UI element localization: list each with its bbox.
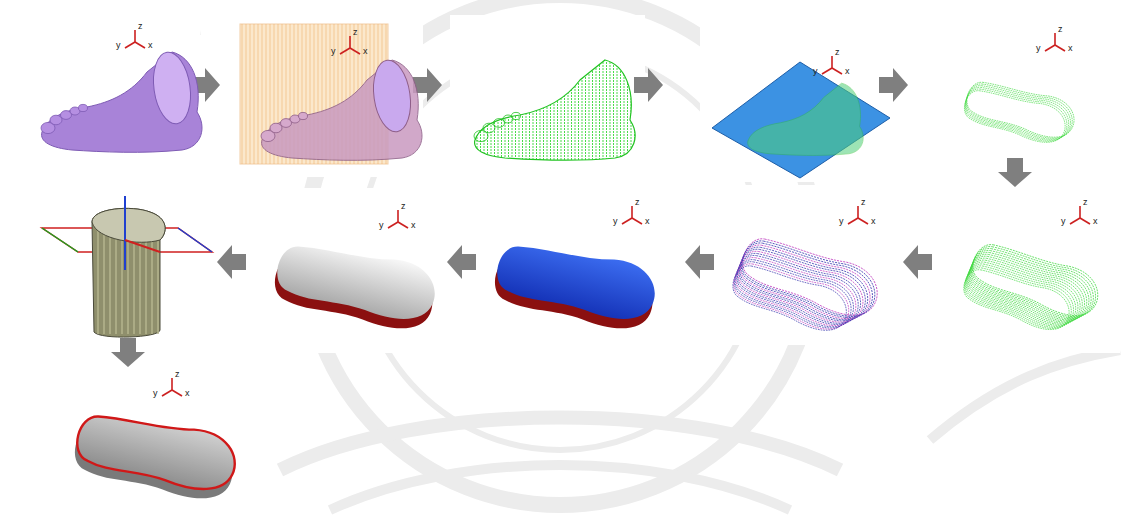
- axis-line: [848, 218, 858, 224]
- flow-arrow: [447, 245, 476, 279]
- axis-line: [125, 42, 135, 48]
- flow-arrow: [998, 158, 1032, 187]
- axis-line: [622, 218, 632, 224]
- axis-line: [631, 206, 633, 218]
- axis-label: y: [379, 221, 384, 230]
- point-cloud-foot: [748, 83, 864, 155]
- flow-arrow: [634, 68, 663, 102]
- axis-line: [340, 48, 350, 54]
- axis-label: y: [331, 47, 336, 56]
- axis-line: [1055, 45, 1065, 51]
- axis-line: [822, 68, 832, 74]
- insole-solid: [270, 232, 441, 337]
- axis-label: z: [138, 22, 143, 31]
- axis-line: [397, 210, 399, 222]
- flow-arrow: [111, 338, 145, 367]
- image-panel: [928, 5, 1123, 160]
- axis-line: [349, 36, 351, 48]
- axis-label: z: [353, 28, 358, 37]
- axis-label: y: [1061, 217, 1066, 226]
- axis-line: [162, 390, 172, 396]
- axis-line: [1079, 206, 1081, 218]
- axis-line: [398, 222, 408, 228]
- axis-label: x: [411, 221, 416, 230]
- flow-arrow: [685, 245, 714, 279]
- panels: [5, 5, 1123, 515]
- axis-line: [1045, 45, 1055, 51]
- cad-extrusion: [42, 196, 212, 337]
- image-panel: [700, 12, 895, 182]
- insole-final: [70, 402, 241, 507]
- axis-label: y: [813, 67, 818, 76]
- flow-arrow: [903, 245, 932, 279]
- point-cloud-foot: [470, 50, 642, 170]
- axis-label: y: [839, 217, 844, 226]
- insole-contour-stack: [959, 232, 1105, 345]
- axis-line: [388, 222, 398, 228]
- axis-label: x: [645, 217, 650, 226]
- axis-line: [857, 206, 859, 218]
- axis-label: y: [116, 41, 121, 50]
- axis-line: [172, 390, 182, 396]
- axis-label: z: [1058, 25, 1063, 34]
- axis-label: x: [1068, 44, 1073, 53]
- axis-label: x: [845, 67, 850, 76]
- foot-model: [41, 50, 202, 152]
- insole-contour: [961, 72, 1080, 151]
- axis-label: z: [635, 198, 640, 207]
- axis-label: y: [613, 217, 618, 226]
- axis-label: x: [148, 41, 153, 50]
- axis-line: [1054, 33, 1056, 45]
- axis-line: [858, 218, 868, 224]
- axis-line: [134, 30, 136, 42]
- axis-label: z: [175, 370, 180, 379]
- axis-line: [1080, 218, 1090, 224]
- axis-label: y: [153, 389, 158, 398]
- axis-line: [1070, 218, 1080, 224]
- foot-model: [261, 58, 422, 160]
- cutting-plane: [712, 62, 890, 178]
- axis-label: z: [835, 48, 840, 57]
- image-panel: [228, 12, 423, 177]
- axis-line: [831, 56, 833, 68]
- image-panel: [720, 185, 915, 345]
- axis-line: [135, 42, 145, 48]
- image-panel: [475, 185, 670, 345]
- axis-label: y: [1036, 44, 1041, 53]
- image-panel: [450, 15, 645, 175]
- axis-triads: [125, 30, 1090, 396]
- axis-line: [171, 378, 173, 390]
- axis-label: x: [185, 389, 190, 398]
- insole-curves: [728, 225, 886, 347]
- axis-line: [350, 48, 360, 54]
- axis-label: z: [861, 198, 866, 207]
- image-panel: [55, 358, 250, 515]
- axis-label: z: [1083, 198, 1088, 207]
- axis-label: x: [871, 217, 876, 226]
- axis-label: z: [401, 202, 406, 211]
- image-panel: [30, 183, 225, 348]
- image-panel: [255, 188, 450, 353]
- insole-surface: [490, 232, 661, 337]
- flow-arrow: [217, 245, 246, 279]
- flow-arrow: [879, 68, 908, 102]
- axis-label: x: [1093, 217, 1098, 226]
- axis-line: [632, 218, 642, 224]
- axis-line: [832, 68, 842, 74]
- image-panel: [945, 188, 1120, 353]
- axis-label: x: [363, 47, 368, 56]
